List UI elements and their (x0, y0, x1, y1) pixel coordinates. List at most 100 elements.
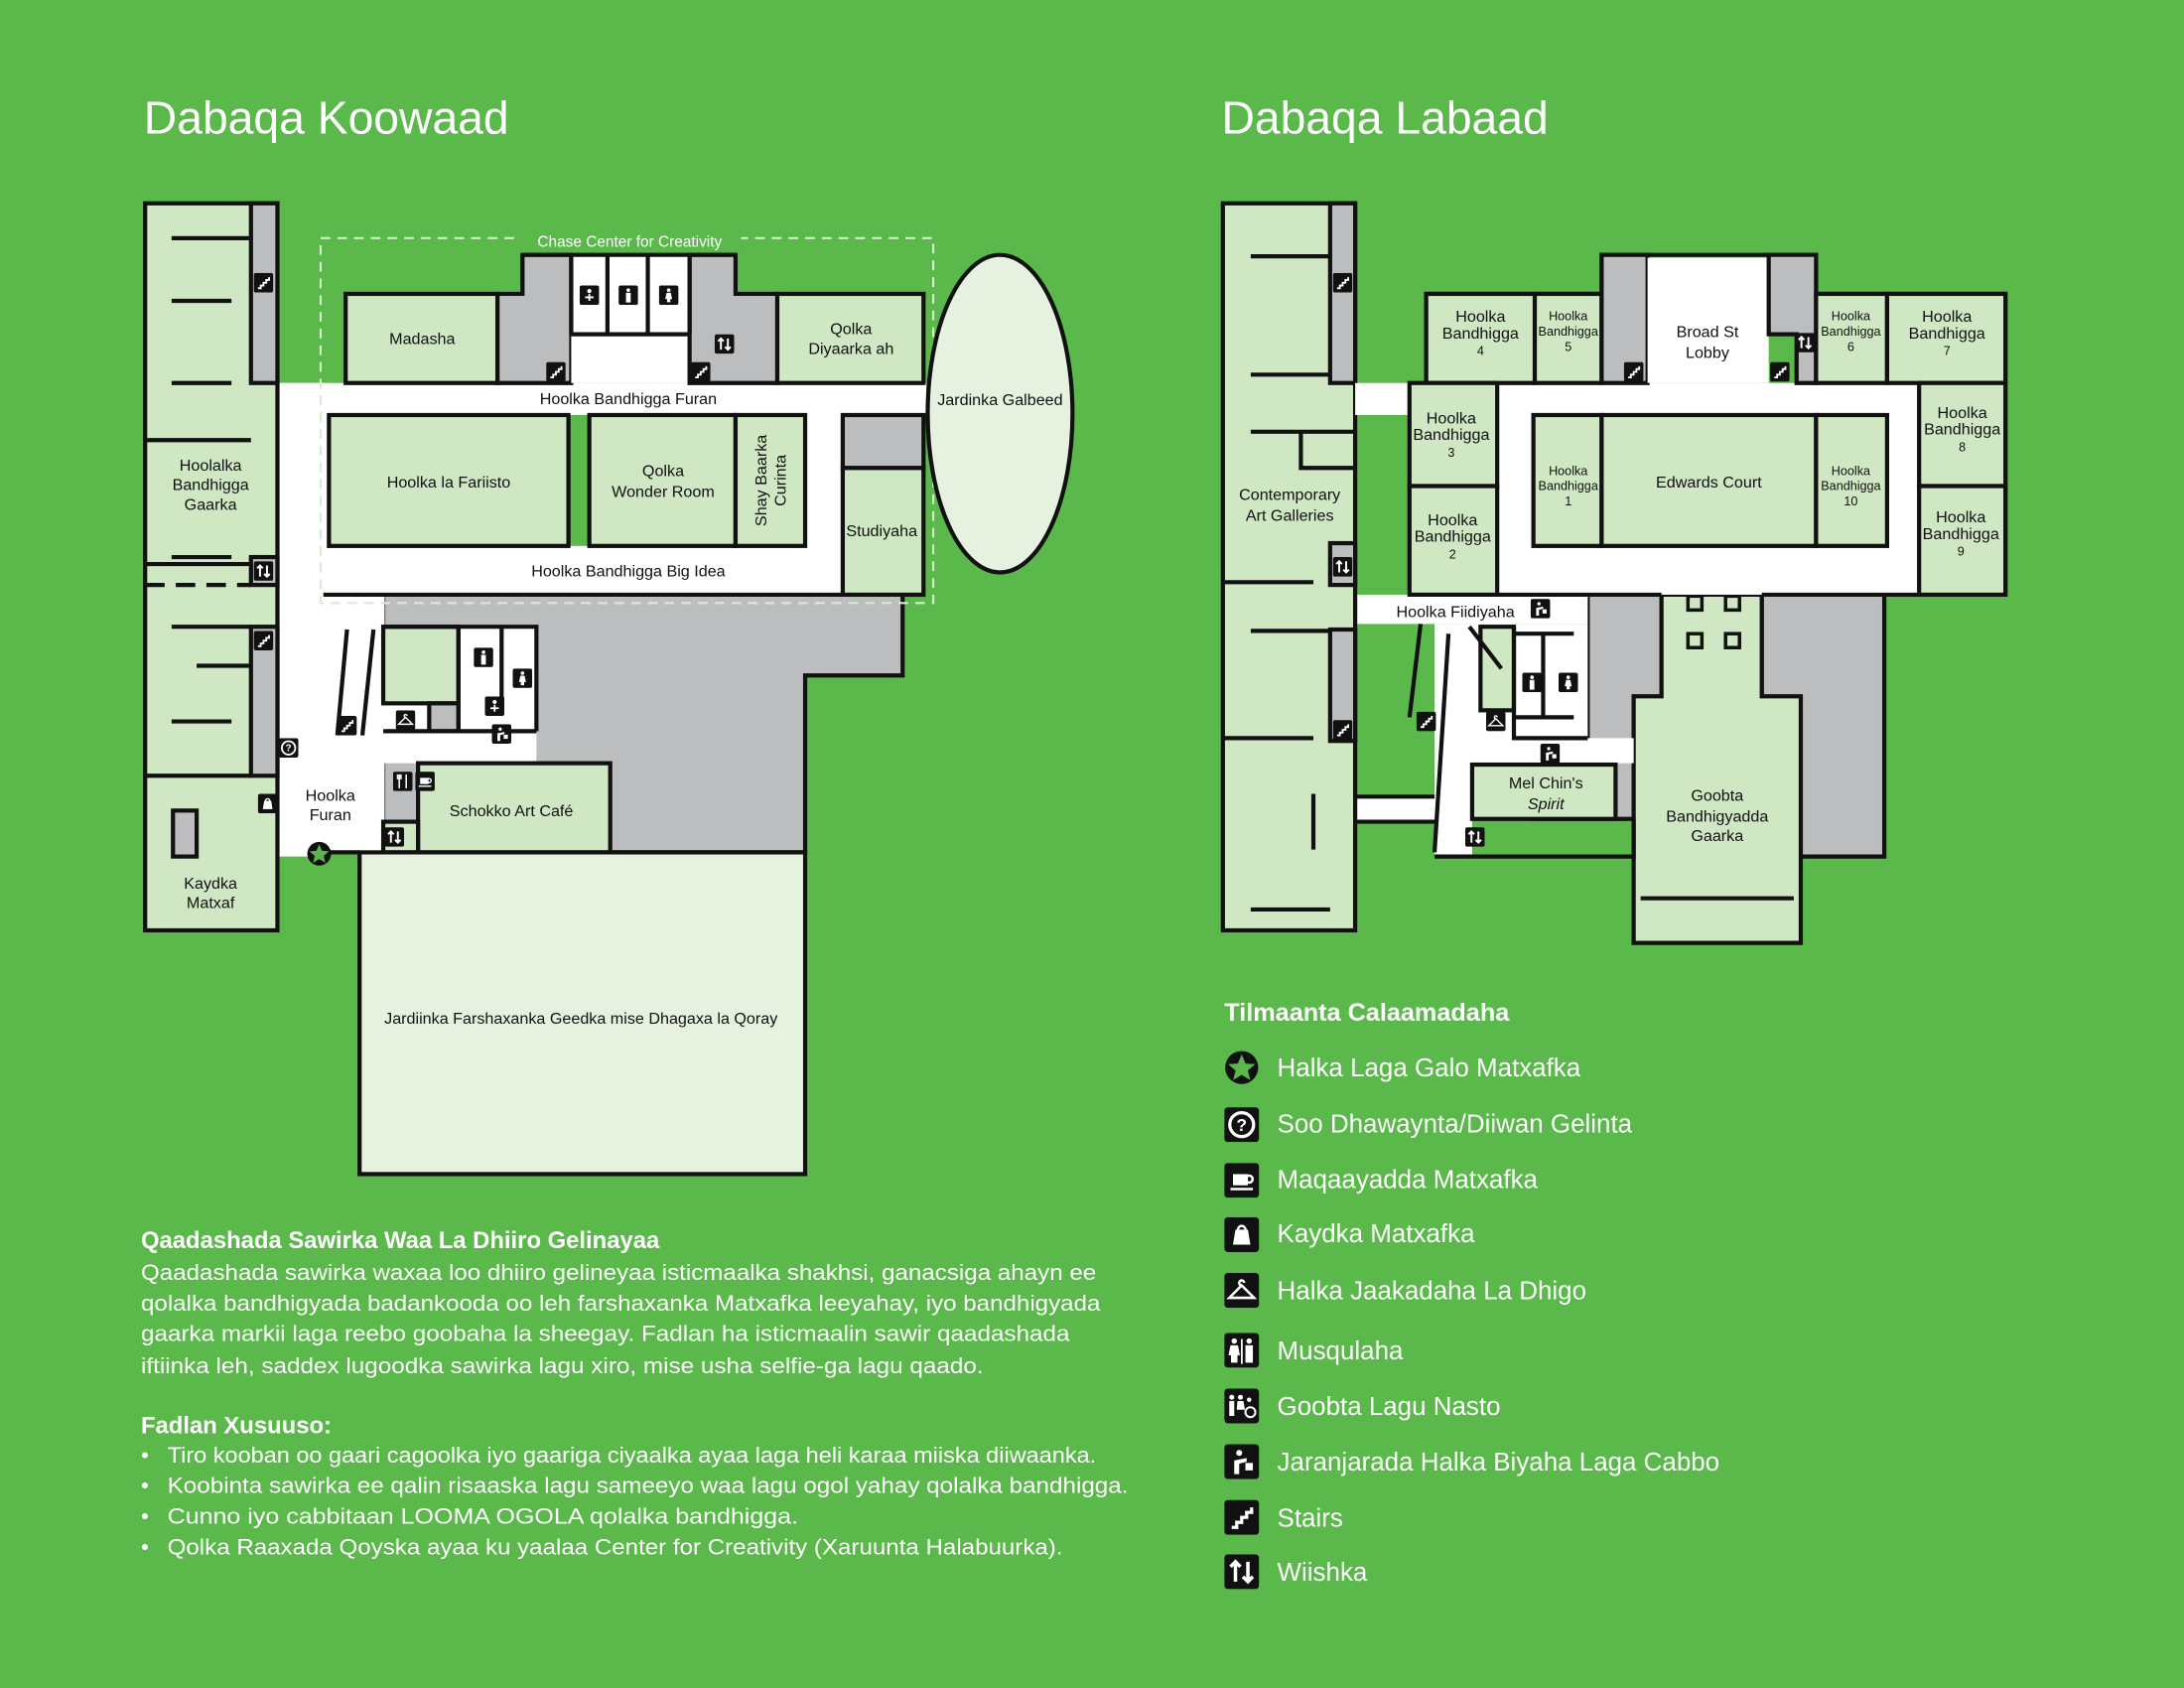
room-label: Contemporary (1239, 487, 1341, 504)
notes-heading: Fadlan Xusuuso: (141, 1412, 332, 1439)
womens-restroom-icon (1558, 672, 1578, 693)
svg-text:•: • (141, 1534, 149, 1559)
room-label: Hoolka (1938, 404, 1987, 422)
room-label: Bandhigga (1923, 525, 1999, 543)
entrance-star-icon (1225, 1051, 1259, 1084)
room-label: Hoolka la Fariisto (387, 474, 511, 492)
note-item: Tiro kooban oo gaari cagoolka iyo gaarig… (168, 1443, 1097, 1468)
room-label: Qolka (642, 463, 684, 481)
room-label: Hoolka (1455, 308, 1505, 326)
room-goobta (1631, 592, 1804, 945)
room-label: 2 (1449, 547, 1456, 561)
question-icon (1224, 1107, 1260, 1143)
room-label: Bandhigga (1821, 480, 1881, 493)
stairs-icon (1623, 361, 1644, 382)
family-restroom-icon (1224, 1388, 1260, 1424)
room-hb2 (1407, 484, 1500, 598)
room-label: Gaarka (185, 495, 237, 513)
family-restroom-icon (484, 696, 505, 716)
elevator-icon (1464, 827, 1485, 847)
room-label: Broad St (1677, 323, 1739, 341)
womens-restroom-icon (512, 668, 533, 688)
room-label: 6 (1847, 340, 1854, 353)
legend-label: Maqaayadda Matxafka (1278, 1166, 1539, 1194)
legend-title: Tilmaanta Calaamadaha (1224, 999, 1510, 1027)
room-label: 7 (1944, 345, 1951, 358)
floor1-title: Dabaqa Koowaad (144, 92, 509, 144)
lobby (571, 254, 690, 383)
legend-label: Goobta Lagu Nasto (1278, 1393, 1501, 1421)
room-label: 8 (1959, 440, 1966, 454)
legend: Tilmaanta Calaamadaha Halka Laga Galo Ma… (1224, 999, 1719, 1590)
room-label: Jardinka Galbeed (937, 391, 1062, 409)
room-madasha (343, 291, 500, 385)
room-label: 9 (1958, 545, 1965, 559)
svg-text:•: • (141, 1503, 149, 1528)
floor2-title: Dabaqa Labaad (1221, 92, 1548, 144)
room-label: Hoolka Bandhigga Furan (540, 390, 717, 408)
room-label: Hoolka (1427, 409, 1476, 427)
room-label: Schokko Art Café (450, 802, 574, 820)
room-studiyaha (840, 466, 926, 598)
room-label: Bandhigga (1924, 421, 2000, 439)
stairs-icon (337, 715, 357, 736)
room-label: Hoolalka (180, 457, 242, 475)
room-label: Bandhigga (1415, 528, 1491, 546)
room-shay-baarka (733, 412, 808, 548)
mens-restroom-icon (474, 647, 493, 667)
room-label: Qolka (830, 321, 872, 339)
photo-heading: Qaadashada Sawirka Waa La Dhiiro Gelinay… (141, 1227, 660, 1254)
water-fountain-icon (491, 724, 512, 745)
elevator-icon (1332, 557, 1353, 577)
room-hb6 (1814, 291, 1890, 385)
cafe-icon (415, 772, 435, 791)
stairs-icon (1416, 711, 1436, 732)
room-label: 10 (1843, 494, 1857, 508)
room-label: Bandhigga (1539, 480, 1599, 493)
room-label: Jardiinka Farshaxanka Geedka mise Dhagax… (384, 1010, 778, 1028)
room-label: Spirit (1528, 795, 1566, 813)
water-fountain-icon (1530, 599, 1551, 619)
note-item: Koobinta sawirka ee qalin risaaska lagu … (168, 1474, 1129, 1498)
room-label: Bandhigga (1413, 426, 1489, 444)
photo-text-line: gaarka markii laga reebo goobaha la shee… (141, 1322, 1070, 1346)
elevator-icon (714, 334, 735, 354)
room-wonder (587, 412, 739, 548)
room-label: Curinta (771, 455, 789, 506)
room-label: 3 (1447, 446, 1454, 460)
room-hb10 (1814, 412, 1890, 548)
photo-text-line: Qaadashada sawirka waxaa loo dhiiro geli… (141, 1260, 1096, 1285)
floor2-plan: Goobta Bandhigyadda Gaarka Hoolka Fiidiy… (1220, 201, 2008, 945)
room-label: Madasha (389, 330, 455, 348)
room-label: Hoolka (1428, 511, 1477, 529)
storage-box (171, 808, 200, 859)
corridor (323, 545, 843, 595)
restroom-icon (1224, 1333, 1260, 1368)
room-mel-chin (1469, 762, 1618, 821)
entrance-star-icon (307, 841, 332, 866)
legend-label: Soo Dhawaynta/Diiwan Gelinta (1278, 1110, 1633, 1138)
room-label: Furan (310, 806, 351, 824)
room-label: Studiyaha (846, 522, 917, 540)
coat-check-icon (395, 710, 416, 730)
room-fariisto (327, 412, 571, 548)
room-label: Hoolka (1936, 508, 1985, 526)
shopping-bag-icon (1224, 1216, 1260, 1252)
room-label: Edwards Court (1656, 474, 1762, 492)
room-label: Bandhigga (173, 477, 249, 494)
coat-hanger-icon (1224, 1273, 1260, 1309)
cafe-cup-icon (1224, 1163, 1260, 1198)
room-label: Hoolka (1832, 464, 1871, 478)
elevator-icon (1795, 333, 1815, 352)
stairs-icon (1770, 361, 1790, 382)
photo-text-line: qolalka bandhigyada badankooda oo leh fa… (141, 1291, 1101, 1316)
info-desk-icon[interactable] (278, 738, 299, 759)
elevator-icon (384, 827, 405, 847)
room-hb9 (1917, 484, 2008, 598)
room-qolka-diyaarka (774, 291, 926, 385)
room-label: Bandhigyadda (1666, 808, 1768, 826)
room-label: Art Galleries (1246, 507, 1334, 525)
room-label: 5 (1565, 340, 1571, 353)
room-label: Hoolka (1832, 310, 1871, 324)
